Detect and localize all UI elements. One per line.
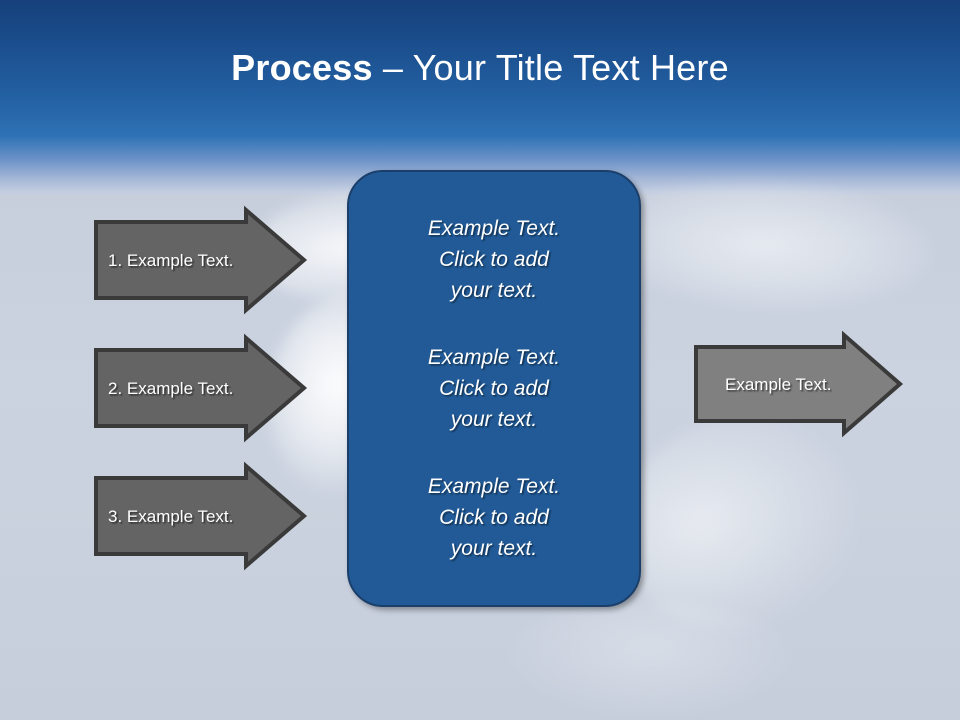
center-box-paragraph-2: Example Text. Click to add your text. [427,346,561,431]
output-arrow[interactable]: Example Text. [694,330,904,438]
input-arrow-1[interactable]: 1. Example Text. [94,205,308,315]
background-sky-gradient [0,0,960,200]
input-arrow-1-label: 1. Example Text. [108,250,234,270]
slide-title-rest: – Your Title Text Here [372,47,729,88]
center-box-paragraph-1: Example Text. Click to add your text. [427,217,561,302]
process-center-box[interactable]: Example Text. Click to add your text. Ex… [347,170,641,607]
right-arrow-icon [94,461,308,571]
input-arrow-3-label: 3. Example Text. [108,506,234,526]
right-arrow-icon [694,330,904,438]
slide-title: Process – Your Title Text Here [0,46,960,90]
slide-title-bold: Process [231,47,373,88]
center-box-paragraph-3: Example Text. Click to add your text. [427,475,561,560]
right-arrow-icon [94,205,308,315]
input-arrow-2[interactable]: 2. Example Text. [94,333,308,443]
input-arrow-3[interactable]: 3. Example Text. [94,461,308,571]
output-arrow-label: Example Text. [725,374,832,394]
input-arrow-2-label: 2. Example Text. [108,378,234,398]
right-arrow-icon [94,333,308,443]
